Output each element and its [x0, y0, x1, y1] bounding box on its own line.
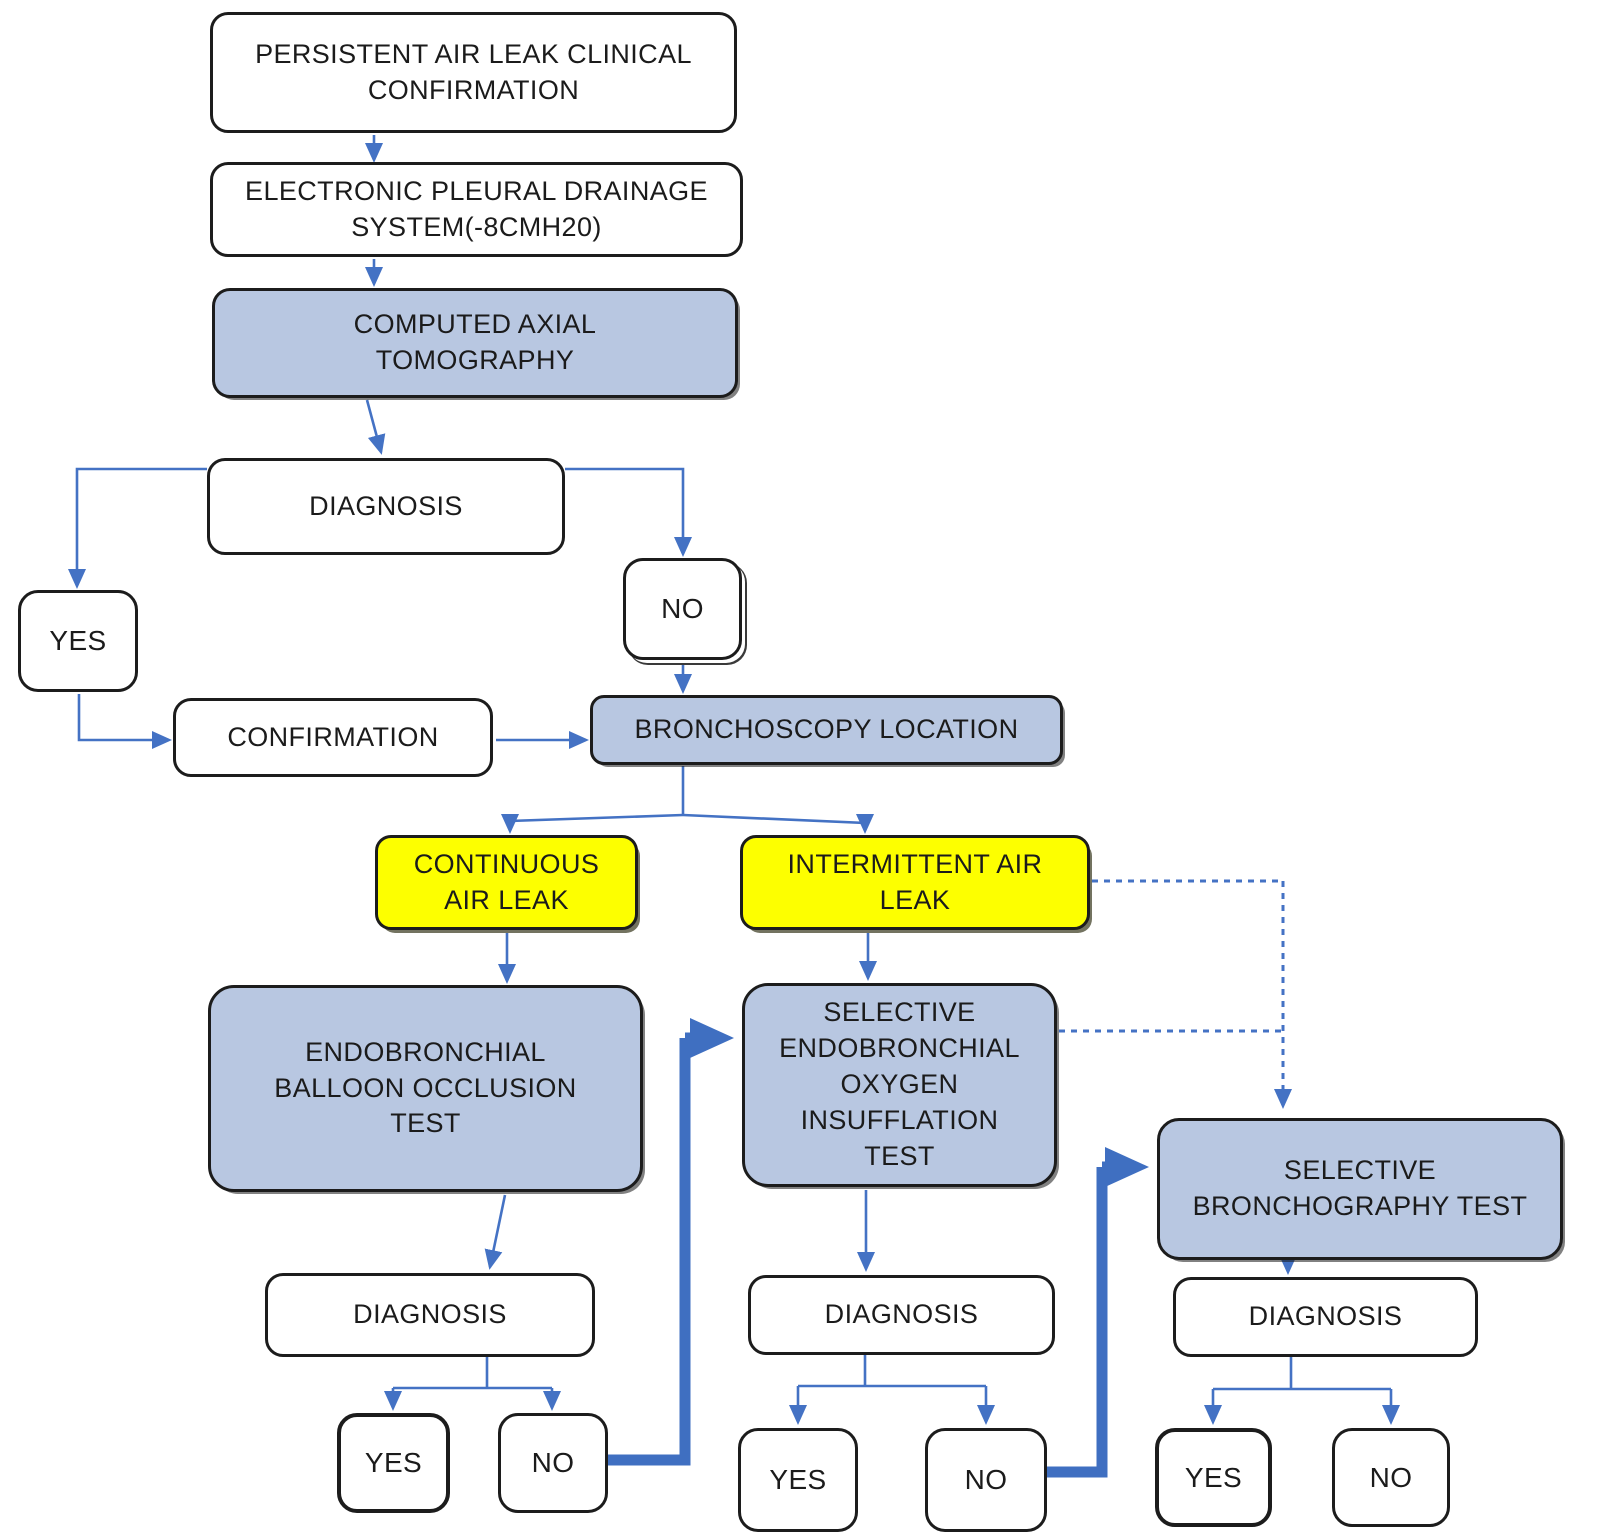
- node-endobronchial-balloon-occlusion-test: ENDOBRONCHIAL BALLOON OCCLUSION TEST: [208, 985, 643, 1192]
- node-continuous-air-leak: CONTINUOUS AIR LEAK: [375, 835, 638, 930]
- node-intermittent-air-leak: INTERMITTENT AIR LEAK: [740, 835, 1090, 930]
- connector-diagnosis-bronchography-split: [1213, 1357, 1391, 1391]
- node-yes-oxygen: YES: [738, 1428, 858, 1532]
- node-electronic-pleural-drainage: ELECTRONIC PLEURAL DRAINAGE SYSTEM(-8CMH…: [210, 162, 743, 257]
- connector-diagnosis-balloon-split: [393, 1357, 552, 1390]
- connector-yes-to-confirmation: [77, 694, 172, 749]
- node-yes-bronchography: YES: [1155, 1428, 1272, 1527]
- connector-diagnosis-to-no: [565, 467, 692, 557]
- connector-branch-to-continuous: [501, 813, 684, 834]
- node-confirmation: CONFIRMATION: [173, 698, 493, 777]
- node-no-bronchography: NO: [1332, 1428, 1450, 1527]
- connector-balloon-test-to-diagnosis: [484, 1194, 507, 1270]
- node-bronchoscopy-location: BRONCHOSCOPY LOCATION: [590, 695, 1063, 765]
- node-yes-balloon: YES: [337, 1413, 450, 1513]
- connector-branch-to-intermittent: [682, 813, 874, 834]
- node-persistent-air-leak-confirmation: PERSISTENT AIR LEAK CLINICAL CONFIRMATIO…: [210, 12, 737, 133]
- node-diagnosis-oxygen: DIAGNOSIS: [748, 1275, 1055, 1355]
- node-diagnosis-balloon: DIAGNOSIS: [265, 1273, 595, 1357]
- connector-diagnosis-oxygen-split: [798, 1355, 986, 1388]
- node-diagnosis-ct: DIAGNOSIS: [207, 458, 565, 555]
- node-yes-ct: YES: [18, 590, 138, 692]
- node-no-balloon: NO: [498, 1413, 608, 1513]
- node-selective-bronchography-test: SELECTIVE BRONCHOGRAPHY TEST: [1157, 1118, 1563, 1260]
- connector-diagnosis-to-yes: [68, 467, 207, 589]
- thick-elbow-no-oxygen-to-bronchography: [1043, 1167, 1108, 1478]
- thick-elbow-no-balloon-to-oxygen-test: [604, 1038, 691, 1466]
- node-diagnosis-bronchography: DIAGNOSIS: [1173, 1277, 1478, 1357]
- node-no-ct: NO: [623, 558, 742, 660]
- node-computed-axial-tomography: COMPUTED AXIAL TOMOGRAPHY: [212, 288, 738, 398]
- node-selective-endobronchial-oxygen-insufflation-test: SELECTIVE ENDOBRONCHIAL OXYGEN INSUFFLAT…: [742, 983, 1057, 1187]
- node-no-oxygen: NO: [925, 1428, 1047, 1532]
- connector-ct-to-diagnosis: [365, 399, 386, 455]
